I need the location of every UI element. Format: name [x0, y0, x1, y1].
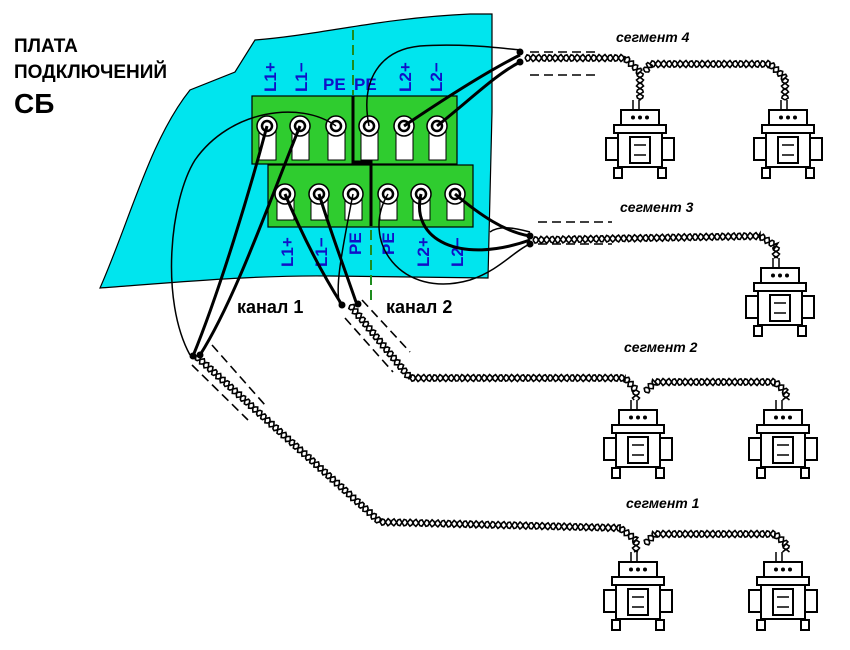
field-device-icon — [603, 551, 673, 631]
board-title-line-1: ПЛАТА — [14, 36, 78, 57]
screw-terminal-icon — [274, 183, 296, 221]
screw-terminal-icon — [377, 183, 399, 221]
channel-2-label: канал 2 — [386, 297, 452, 317]
field-device-icon — [603, 399, 673, 479]
terminal-label-top-pe2: PE — [354, 75, 377, 94]
segment-2-label: сегмент 2 — [624, 339, 698, 355]
segment-1-label: сегмент 1 — [626, 495, 700, 511]
bottom-terminal-labels: L1+ L1− PE PE L2+ L2− — [278, 232, 467, 267]
terminal-label-top-l1minus: L1− — [292, 62, 311, 92]
field-device-icon — [748, 551, 818, 631]
twisted-pair-strand — [643, 529, 791, 553]
terminal-label-bottom-pe1: PE — [346, 232, 365, 255]
terminal-label-bottom-l1plus: L1+ — [278, 237, 297, 267]
screw-terminal-icon — [444, 183, 466, 221]
twisted-pair-cable-icon — [194, 53, 791, 553]
twisted-pair-strand — [532, 231, 781, 259]
twisted-pair-strand — [524, 53, 645, 101]
field-device-icon — [745, 257, 815, 337]
screw-terminal-icon — [410, 183, 432, 221]
twisted-pair-strand — [195, 354, 641, 553]
terminal-label-bottom-l2plus: L2+ — [414, 237, 433, 267]
terminal-label-top-l2plus: L2+ — [396, 62, 415, 92]
field-device-icon — [605, 99, 675, 179]
cable-shield-icon — [191, 51, 612, 421]
terminal-label-bottom-l1minus: L1− — [312, 237, 331, 267]
terminal-label-bottom-l2minus: L2− — [448, 237, 467, 267]
terminal-label-top-l1plus: L1+ — [261, 62, 280, 92]
terminal-label-top-pe1: PE — [323, 75, 346, 94]
screw-terminal-icon — [308, 183, 330, 221]
channel-1-label: канал 1 — [237, 297, 303, 317]
screw-terminal-icon — [325, 115, 347, 161]
screw-terminal-icon — [426, 115, 448, 161]
twisted-pair-strand — [347, 304, 641, 401]
field-device-icon — [753, 99, 823, 179]
board-title-line-3: СБ — [14, 88, 54, 119]
junction-dots — [189, 48, 534, 360]
screw-terminal-icon — [342, 183, 364, 221]
screw-terminal-icon — [289, 115, 311, 161]
twisted-pair-strand — [532, 230, 781, 259]
twisted-pair-strand — [642, 59, 790, 101]
twisted-pair-strand — [643, 377, 791, 401]
board-title-line-2: ПОДКЛЮЧЕНИЙ — [14, 61, 167, 83]
segment-3-label: сегмент 3 — [620, 199, 694, 215]
terminal-label-top-l2minus: L2− — [427, 62, 446, 92]
twisted-pair-strand — [349, 303, 641, 401]
field-device-icon — [748, 399, 818, 479]
top-terminal-labels: L1+ L1− PE PE L2+ L2− — [261, 62, 446, 94]
segment-4-label: сегмент 4 — [616, 29, 690, 45]
twisted-pair-strand — [524, 53, 645, 101]
wires — [170, 44, 531, 357]
